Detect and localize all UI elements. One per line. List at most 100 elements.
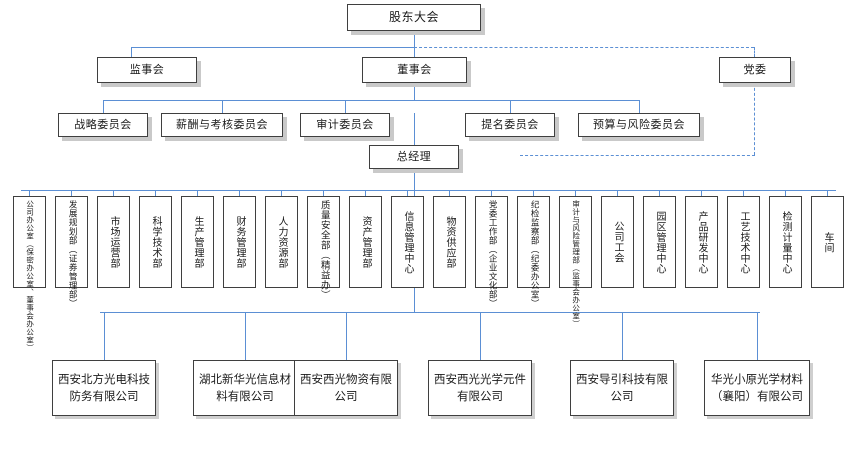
node-shareholders-meeting[interactable]: 股东大会 — [347, 4, 481, 31]
node-strategy-committee[interactable]: 战略委员会 — [58, 113, 148, 137]
connector-drop-workshop — [827, 190, 828, 196]
node-finance-management[interactable]: 财务管理部 — [223, 196, 256, 288]
node-supervisory-board-label: 监事会 — [129, 62, 165, 76]
node-market-operations-label: 市场运营部 — [108, 215, 119, 269]
connector-drop-huaguang-xiaoyuan — [757, 312, 758, 360]
connector-department-bus — [21, 190, 836, 191]
node-remuneration-committee[interactable]: 薪酬与考核委员会 — [161, 113, 283, 137]
node-audit-risk-management[interactable]: 审计与风险管理部（监事会办公室） — [559, 196, 592, 328]
node-material-supply-label: 物资供应部 — [444, 215, 455, 269]
node-labor-union[interactable]: 公司工会 — [601, 196, 634, 288]
node-nomination-committee[interactable]: 提名委员会 — [465, 113, 555, 137]
node-information-center-label: 信息管理中心 — [402, 210, 413, 274]
node-company-office-label: 公司办公室（保密办公室、董事会办公室） — [25, 200, 35, 352]
node-product-rd-center-label: 产品研发中心 — [696, 210, 707, 274]
connector-drop-audit — [345, 100, 346, 113]
node-xian-north-photoelectric-label: 西安北方光电科技防务有限公司 — [58, 372, 150, 403]
connector-drop-development-planning — [71, 190, 72, 196]
node-asset-management[interactable]: 资产管理部 — [349, 196, 382, 288]
connector-drop-finance-management — [239, 190, 240, 196]
node-general-manager-label: 总经理 — [396, 149, 432, 163]
node-board-of-directors-label: 董事会 — [397, 62, 432, 76]
node-metrology-center-label: 检测计量中心 — [780, 210, 791, 274]
connector-subsidiary-bus — [100, 312, 760, 313]
node-xian-xiguang-materials[interactable]: 西安西光物资有限公司 — [294, 360, 398, 416]
node-science-technology[interactable]: 科学技术部 — [139, 196, 172, 288]
node-xian-xiguang-optical-parts-label: 西安西光光学元件有限公司 — [434, 372, 526, 403]
connector-drop-xian-xiguang-optical-parts — [480, 312, 481, 360]
node-information-center[interactable]: 信息管理中心 — [391, 196, 424, 288]
connector-drop-quality-safety — [323, 190, 324, 196]
connector-drop-remuneration — [222, 100, 223, 113]
connector-drop-park-management-center — [659, 190, 660, 196]
node-human-resources[interactable]: 人力资源部 — [265, 196, 298, 288]
connector-drop-party-work — [491, 190, 492, 196]
node-party-committee[interactable]: 党委 — [719, 57, 791, 83]
node-quality-safety-label: 质量安全部（精益办） — [318, 200, 330, 300]
node-discipline-inspection-label: 纪检监察部（纪委办公室） — [529, 200, 540, 308]
node-science-technology-label: 科学技术部 — [150, 215, 161, 269]
node-asset-management-label: 资产管理部 — [360, 215, 371, 269]
node-general-manager[interactable]: 总经理 — [369, 145, 459, 169]
node-labor-union-label: 公司工会 — [612, 221, 623, 263]
node-party-work[interactable]: 党委工作部（企业文化部） — [475, 196, 508, 308]
node-production-management[interactable]: 生产管理部 — [181, 196, 214, 288]
node-market-operations[interactable]: 市场运营部 — [97, 196, 130, 288]
node-budget-risk-committee[interactable]: 预算与风险委员会 — [578, 113, 700, 137]
connector-dashed-party-drop — [754, 47, 755, 57]
connector-drop-information-center — [407, 190, 408, 196]
node-hubei-xinhuaguang-label: 湖北新华光信息材料有限公司 — [199, 372, 291, 403]
node-development-planning-label: 发展规划部（证券管理部） — [67, 200, 78, 308]
node-hubei-xinhuaguang[interactable]: 湖北新华光信息材料有限公司 — [193, 360, 297, 416]
connector-drop-xian-north-photoelectric — [104, 312, 105, 360]
node-park-management-center-label: 园区管理中心 — [654, 210, 665, 274]
connector-drop-board — [414, 47, 415, 57]
node-budget-risk-committee-label: 预算与风险委员会 — [593, 117, 685, 131]
node-development-planning[interactable]: 发展规划部（证券管理部） — [55, 196, 88, 308]
node-xian-xiguang-optical-parts[interactable]: 西安西光光学元件有限公司 — [428, 360, 532, 416]
node-remuneration-committee-label: 薪酬与考核委员会 — [176, 117, 268, 131]
node-huaguang-xiaoyuan[interactable]: 华光小原光学材料（襄阳）有限公司 — [704, 360, 810, 416]
connector-dashed-party-down — [754, 83, 755, 155]
node-audit-risk-management-label: 审计与风险管理部（监事会办公室） — [571, 200, 581, 328]
connector-drop-supervisory — [131, 47, 132, 57]
connector-dashed-party-top — [414, 47, 754, 48]
node-strategy-committee-label: 战略委员会 — [74, 117, 132, 131]
connector-committee-bus — [103, 100, 639, 101]
connector-level2-bus — [131, 47, 415, 48]
node-audit-committee-label: 审计委员会 — [316, 117, 374, 131]
connector-drop-metrology-center — [785, 190, 786, 196]
connector-drop-science-technology — [155, 190, 156, 196]
node-discipline-inspection[interactable]: 纪检监察部（纪委办公室） — [517, 196, 550, 308]
node-quality-safety[interactable]: 质量安全部（精益办） — [307, 196, 340, 300]
node-company-office[interactable]: 公司办公室（保密办公室、董事会办公室） — [13, 196, 46, 352]
node-metrology-center[interactable]: 检测计量中心 — [769, 196, 802, 288]
connector-board-to-gm — [414, 113, 415, 145]
node-workshop[interactable]: 车间 — [811, 196, 844, 288]
connector-drop-nomination — [510, 100, 511, 113]
node-process-technology-center[interactable]: 工艺技术中心 — [727, 196, 760, 288]
node-board-of-directors[interactable]: 董事会 — [362, 57, 467, 83]
node-party-work-label: 党委工作部（企业文化部） — [487, 200, 498, 308]
node-audit-committee[interactable]: 审计委员会 — [300, 113, 390, 137]
connector-drop-company-office — [29, 190, 30, 196]
node-material-supply[interactable]: 物资供应部 — [433, 196, 466, 288]
connector-drop-process-technology-center — [743, 190, 744, 196]
node-park-management-center[interactable]: 园区管理中心 — [643, 196, 676, 288]
node-party-committee-label: 党委 — [743, 62, 767, 76]
node-xian-north-photoelectric[interactable]: 西安北方光电科技防务有限公司 — [52, 360, 156, 416]
node-product-rd-center[interactable]: 产品研发中心 — [685, 196, 718, 288]
node-workshop-label: 车间 — [822, 231, 833, 253]
connector-drop-product-rd-center — [701, 190, 702, 196]
node-finance-management-label: 财务管理部 — [234, 215, 245, 269]
node-nomination-committee-label: 提名委员会 — [481, 117, 539, 131]
connector-board-stem — [414, 83, 415, 100]
connector-drop-market-operations — [113, 190, 114, 196]
node-xian-daoyin-technology[interactable]: 西安导引科技有限公司 — [570, 360, 674, 416]
node-supervisory-board[interactable]: 监事会 — [97, 57, 197, 83]
connector-dashed-party-to-gm — [520, 155, 755, 156]
connector-gm-stem — [414, 169, 415, 190]
node-human-resources-label: 人力资源部 — [276, 215, 287, 269]
connector-drop-xian-xiguang-materials — [346, 312, 347, 360]
